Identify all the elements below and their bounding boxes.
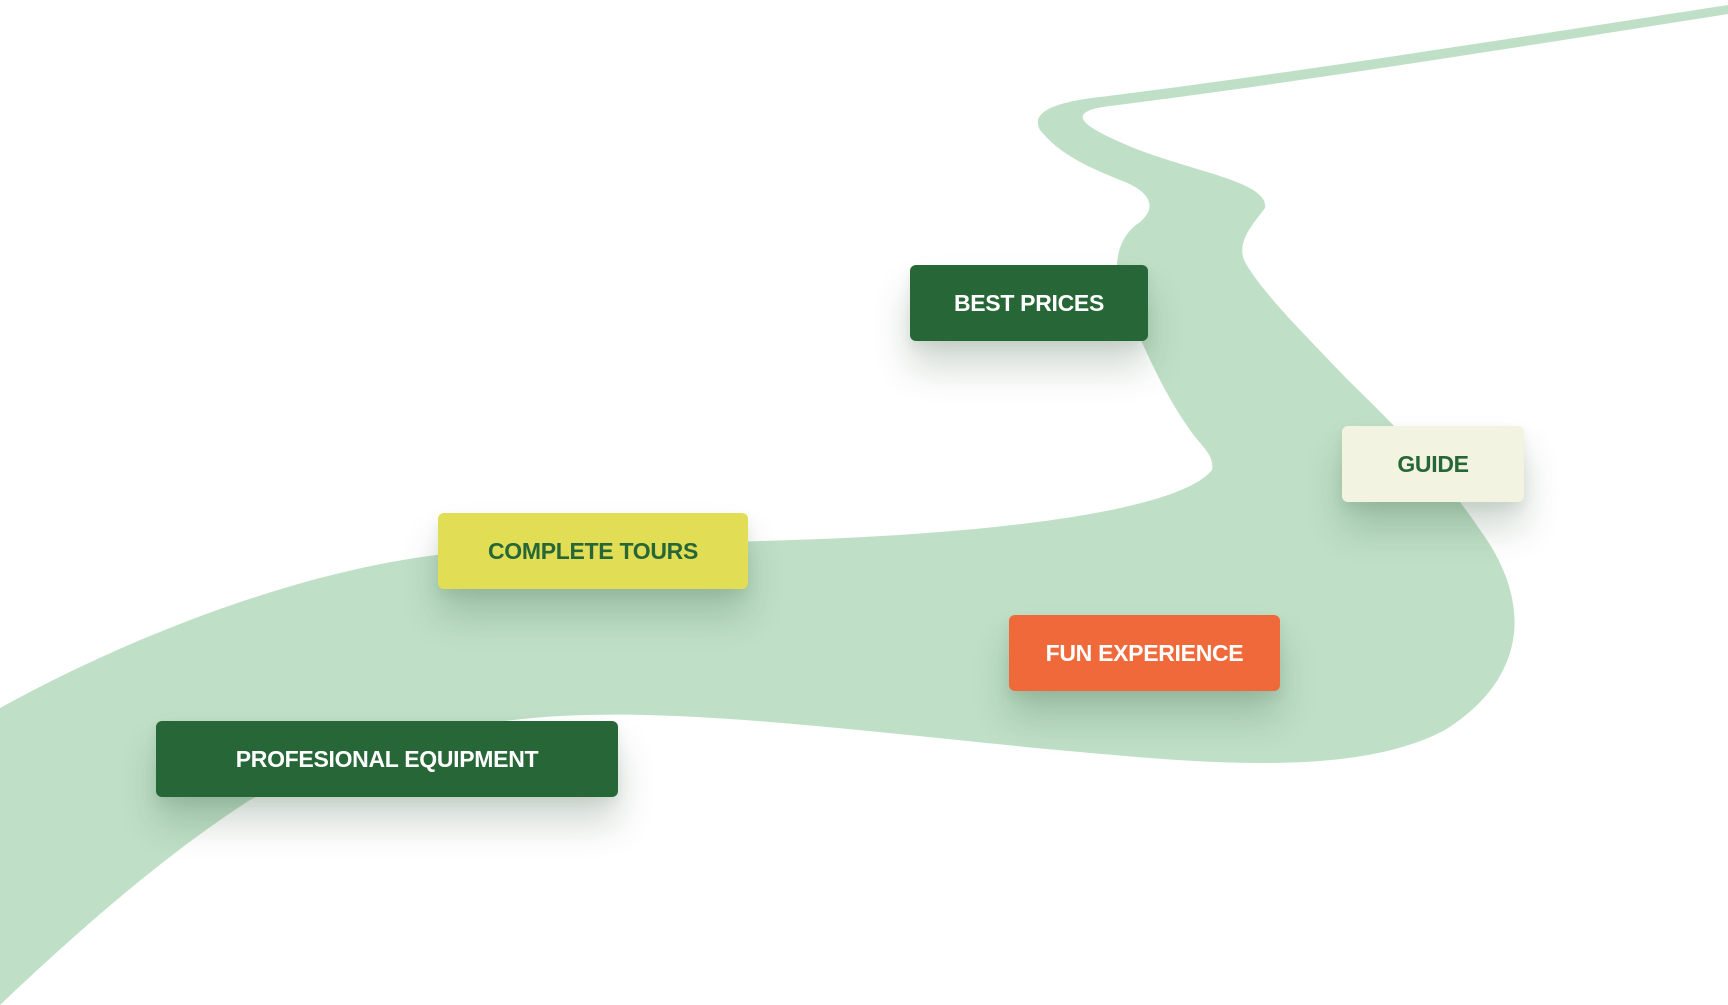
best-prices-tag: BEST PRICES [910,265,1148,341]
river-shape [0,5,1728,1005]
guide-tag: GUIDE [1342,426,1524,502]
fun-experience-tag: FUN EXPERIENCE [1009,615,1280,691]
complete-tours-tag: COMPLETE TOURS [438,513,748,589]
profesional-equipment-tag: PROFESIONAL EQUIPMENT [156,721,618,797]
